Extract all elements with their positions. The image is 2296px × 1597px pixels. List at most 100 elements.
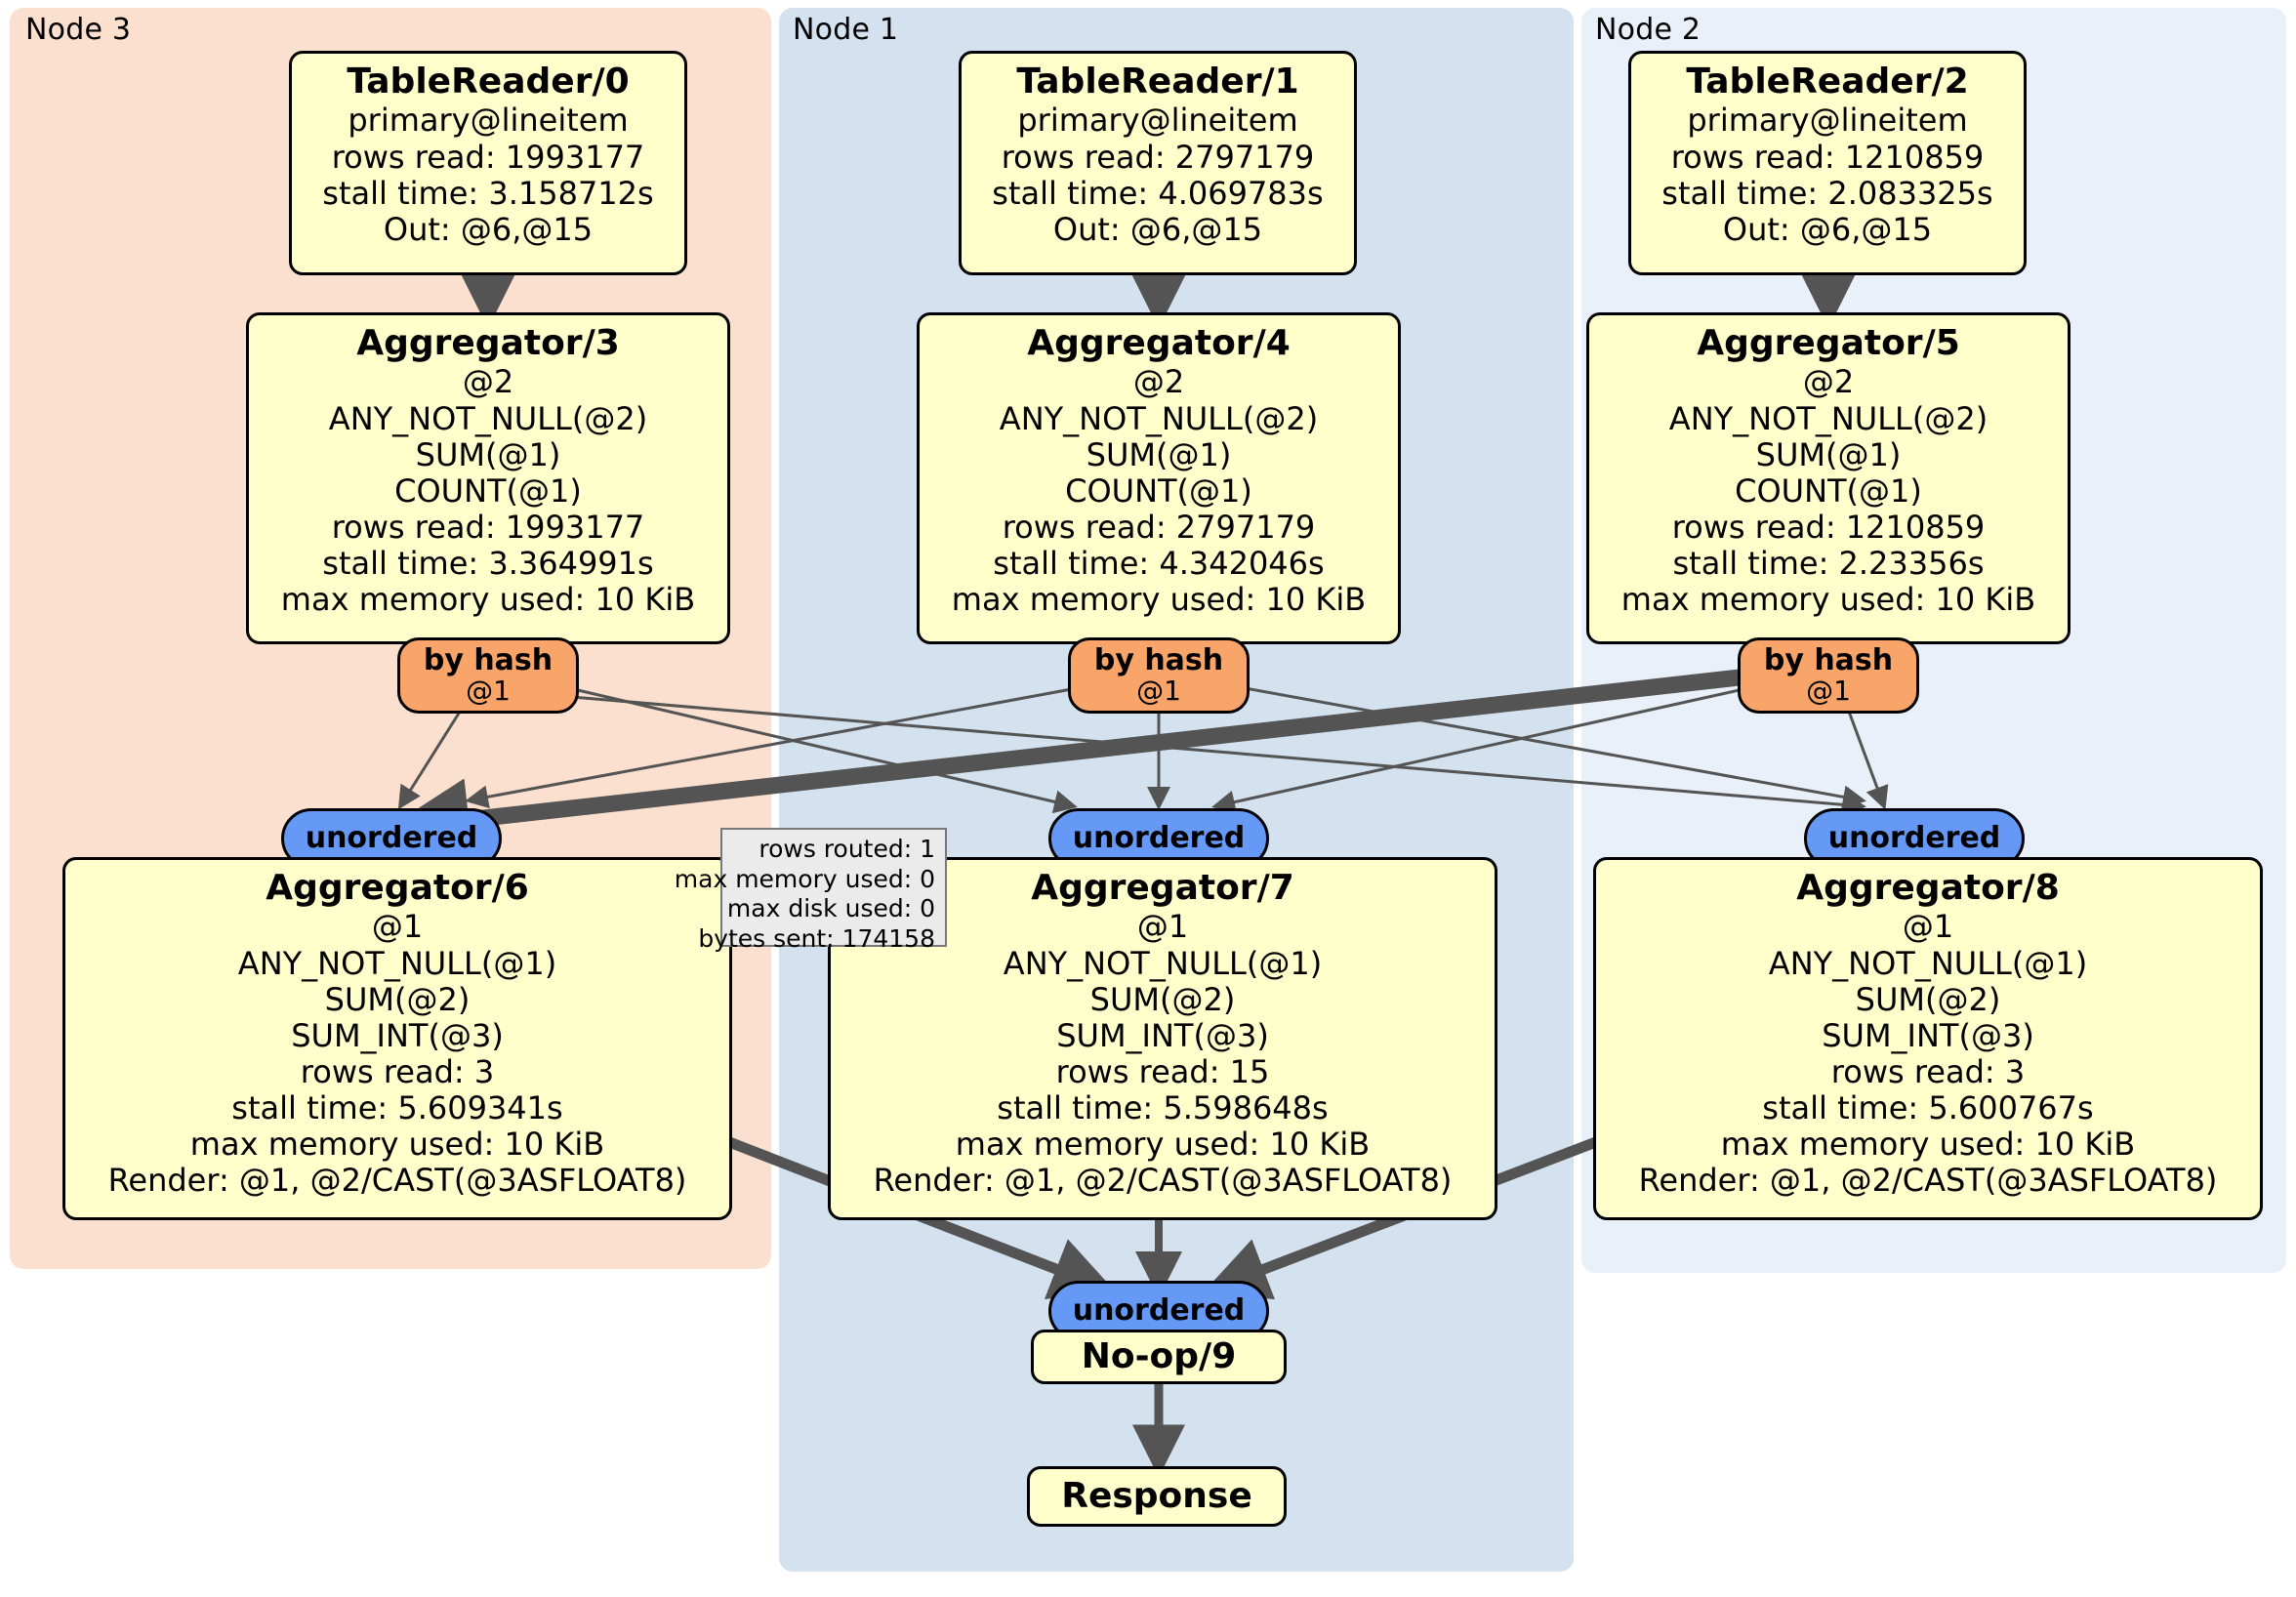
processor-detail-line: SUM_INT(@3) [291,1016,504,1054]
processor-detail-line: Out: @6,@15 [1722,210,1933,248]
processor-title: TableReader/2 [1686,61,1969,102]
processor-detail-line: ANY_NOT_NULL(@2) [328,399,648,437]
stream-stat-max-memory: max memory used: 0 [674,864,935,893]
processor-detail-line: ANY_NOT_NULL(@1) [1003,944,1323,982]
synchronizer-label: unordered [1827,820,2001,855]
synchronizer-unordered-8[interactable]: unordered [1804,808,2025,869]
processor-table-reader-0[interactable]: TableReader/0 primary@lineitem rows read… [289,51,687,275]
processor-detail-line: stall time: 5.600767s [1762,1089,2094,1127]
router-by-hash-4[interactable]: by hash @1 [1068,637,1250,714]
processor-detail-line: stall time: 4.069783s [992,174,1324,212]
processor-detail-line: SUM(@1) [415,435,561,473]
node-panel-label-node1: Node 1 [793,13,899,47]
processor-detail-line: ANY_NOT_NULL(@2) [1668,399,1988,437]
processor-detail-line: COUNT(@1) [1735,471,1922,510]
processor-aggregator-8[interactable]: Aggregator/8 @1 ANY_NOT_NULL(@1) SUM(@2)… [1593,857,2263,1220]
processor-detail-line: SUM(@1) [1086,435,1232,473]
processor-detail-line: rows read: 2797179 [1001,138,1315,176]
processor-detail-line: SUM(@1) [1755,435,1902,473]
router-label: by hash [1093,642,1224,677]
processor-detail-line: rows read: 1210859 [1670,138,1985,176]
processor-detail-line: rows read: 3 [1830,1052,2026,1090]
processor-detail-line: COUNT(@1) [1065,471,1252,510]
processor-title: Aggregator/8 [1796,868,2060,908]
processor-detail-line: max memory used: 10 KiB [189,1126,605,1164]
processor-detail-line: stall time: 5.609341s [231,1089,563,1127]
processor-aggregator-6[interactable]: Aggregator/6 @1 ANY_NOT_NULL(@1) SUM(@2)… [62,857,732,1220]
processor-detail-line: rows read: 1993177 [331,508,645,546]
processor-table-reader-1[interactable]: TableReader/1 primary@lineitem rows read… [959,51,1357,275]
processor-aggregator-4[interactable]: Aggregator/4 @2 ANY_NOT_NULL(@2) SUM(@1)… [917,312,1401,644]
processor-detail-line: primary@lineitem [1017,102,1298,140]
processor-detail-line: SUM(@2) [1855,980,2001,1018]
processor-title: Aggregator/7 [1031,868,1294,908]
processor-detail-line: ANY_NOT_NULL(@2) [999,399,1319,437]
processor-detail-line: max memory used: 10 KiB [1620,581,2036,619]
processor-detail-line: max memory used: 10 KiB [1720,1126,2136,1164]
processor-detail-line: max memory used: 10 KiB [280,581,696,619]
processor-title: TableReader/0 [347,61,630,102]
processor-detail-line: primary@lineitem [1687,102,1968,140]
synchronizer-label: unordered [305,820,478,855]
processor-title: Aggregator/3 [356,323,620,363]
node-panel-label-node3: Node 3 [25,13,132,47]
processor-detail-line: Out: @6,@15 [1052,210,1263,248]
processor-detail-line: COUNT(@1) [394,471,582,510]
processor-detail-line: rows read: 15 [1055,1052,1270,1090]
processor-detail-line: Render: @1, @2/CAST(@3ASFLOAT8) [873,1162,1453,1200]
synchronizer-label: unordered [1072,1292,1246,1328]
processor-detail-line: SUM_INT(@3) [1056,1016,1269,1054]
processor-aggregator-3[interactable]: Aggregator/3 @2 ANY_NOT_NULL(@2) SUM(@1)… [246,312,730,644]
router-column: @1 [466,675,511,708]
synchronizer-label: unordered [1072,820,1246,855]
processor-detail-line: rows read: 2797179 [1002,508,1316,546]
processor-detail-line: stall time: 3.158712s [322,174,654,212]
stream-stat-rows-routed: rows routed: 1 [758,835,935,863]
processor-detail-line: Render: @1, @2/CAST(@3ASFLOAT8) [107,1162,687,1200]
processor-detail-line: rows read: 1210859 [1671,508,1986,546]
processor-detail-line: @2 [1132,363,1185,401]
processor-detail-line: max memory used: 10 KiB [951,581,1367,619]
router-by-hash-3[interactable]: by hash @1 [397,637,579,714]
processor-title: Aggregator/6 [266,868,529,908]
processor-table-reader-2[interactable]: TableReader/2 primary@lineitem rows read… [1628,51,2027,275]
processor-title: TableReader/1 [1016,61,1299,102]
processor-title: Aggregator/5 [1697,323,1960,363]
node-panel-label-node2: Node 2 [1595,13,1702,47]
processor-detail-line: ANY_NOT_NULL(@1) [237,944,557,982]
router-by-hash-5[interactable]: by hash @1 [1738,637,1919,714]
processor-noop-9[interactable]: No-op/9 [1031,1330,1287,1384]
processor-detail-line: @2 [462,363,514,401]
processor-title: Aggregator/4 [1027,323,1291,363]
processor-detail-line: stall time: 5.598648s [997,1089,1329,1127]
router-column: @1 [1806,675,1851,708]
processor-detail-line: @1 [1902,908,1954,946]
processor-detail-line: stall time: 2.23356s [1672,545,1985,583]
processor-detail-line: max memory used: 10 KiB [955,1126,1371,1164]
processor-title: No-op/9 [1081,1335,1237,1376]
processor-detail-line: Render: @1, @2/CAST(@3ASFLOAT8) [1638,1162,2218,1200]
processor-detail-line: stall time: 2.083325s [1661,174,1993,212]
processor-detail-line: stall time: 3.364991s [322,545,654,583]
stream-stats-tooltip: rows routed: 1 max memory used: 0 max di… [675,828,947,953]
processor-detail-line: primary@lineitem [348,102,629,140]
processor-detail-line: SUM(@2) [1089,980,1236,1018]
processor-detail-line: SUM(@2) [324,980,471,1018]
stream-stat-bytes-sent: bytes sent: 174158 [698,923,935,953]
processor-detail-line: Out: @6,@15 [383,210,594,248]
router-label: by hash [423,642,554,677]
router-column: @1 [1136,675,1181,708]
processor-detail-line: SUM_INT(@3) [1822,1016,2034,1054]
processor-detail-line: @2 [1802,363,1855,401]
router-label: by hash [1763,642,1894,677]
processor-detail-line: @1 [1136,908,1189,946]
processor-detail-line: stall time: 4.342046s [993,545,1325,583]
processor-aggregator-7[interactable]: Aggregator/7 @1 ANY_NOT_NULL(@1) SUM(@2)… [828,857,1497,1220]
processor-detail-line: rows read: 3 [300,1052,495,1090]
processor-detail-line: @1 [371,908,424,946]
processor-detail-line: ANY_NOT_NULL(@1) [1768,944,2088,982]
processor-response[interactable]: Response [1027,1466,1287,1527]
stream-stat-max-disk: max disk used: 0 [726,894,935,922]
processor-title: Response [1061,1475,1252,1516]
processor-aggregator-5[interactable]: Aggregator/5 @2 ANY_NOT_NULL(@2) SUM(@1)… [1586,312,2070,644]
